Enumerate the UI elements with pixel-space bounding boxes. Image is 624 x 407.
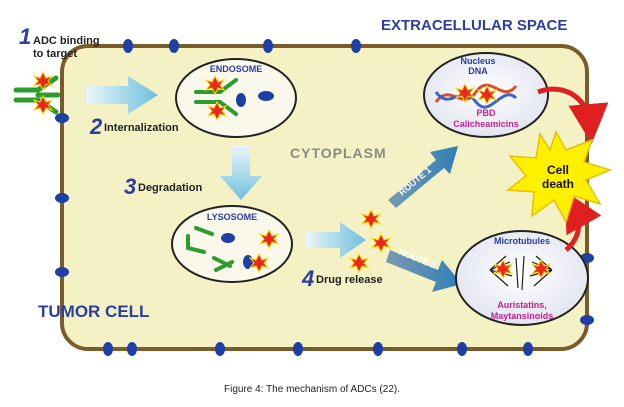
microtubules-compartment <box>455 230 589 326</box>
step-4-number: 4 <box>301 266 314 291</box>
internalization-arrow <box>86 76 158 114</box>
step-1-label-line2: to target <box>33 48 77 60</box>
step-3-label: Degradation <box>138 182 202 194</box>
diagram-canvas: 1 ADC binding to target 2 Internalizatio… <box>13 17 613 356</box>
dna-label: DNA <box>468 66 488 76</box>
tumor-cell-title: TUMOR CELL <box>38 302 149 321</box>
cell-death-label-line1: Cell <box>547 163 569 177</box>
cytoplasm-label: CYTOPLASM <box>290 145 387 161</box>
step-2-label: Internalization <box>104 122 179 134</box>
endosome-label: ENDOSOME <box>210 64 263 74</box>
step-3-number: 3 <box>124 174 136 199</box>
cell-death-burst <box>506 130 613 224</box>
nucleus-label: Nucleus <box>460 56 495 66</box>
calicheamicins-label: Calicheamicins <box>453 119 519 129</box>
endosome <box>175 58 297 138</box>
microtubules-label: Microtubules <box>494 236 550 246</box>
auristatins-label: Auristatins, <box>497 300 547 310</box>
step-2-number: 2 <box>89 114 103 139</box>
microtubule-spindle <box>489 255 553 291</box>
degradation-arrow <box>220 146 262 200</box>
pbd-label: PBD <box>476 108 496 118</box>
lysosome-label: LYSOSOME <box>207 212 257 222</box>
adc-antibody-outside <box>13 70 61 116</box>
step-1-label-line1: ADC binding <box>33 35 100 47</box>
nucleus-to-death-arrow <box>537 86 609 144</box>
maytansinoids-label: Maytansinoids <box>491 311 554 321</box>
drug-release-arrow <box>306 222 366 258</box>
microtubules-to-death-arrow <box>564 190 602 252</box>
step-1-number: 1 <box>19 24 31 49</box>
endosome-adc <box>194 74 274 122</box>
dna-helix <box>434 82 518 109</box>
cell-death-label-line2: death <box>542 177 574 191</box>
step-4-label: Drug release <box>316 274 383 286</box>
extracellular-space-title: EXTRACELLULAR SPACE <box>381 17 567 34</box>
lysosome-fragments <box>186 226 280 274</box>
released-payloads <box>348 208 392 274</box>
figure-caption: Figure 4: The mechanism of ADCs (22). <box>224 384 400 395</box>
